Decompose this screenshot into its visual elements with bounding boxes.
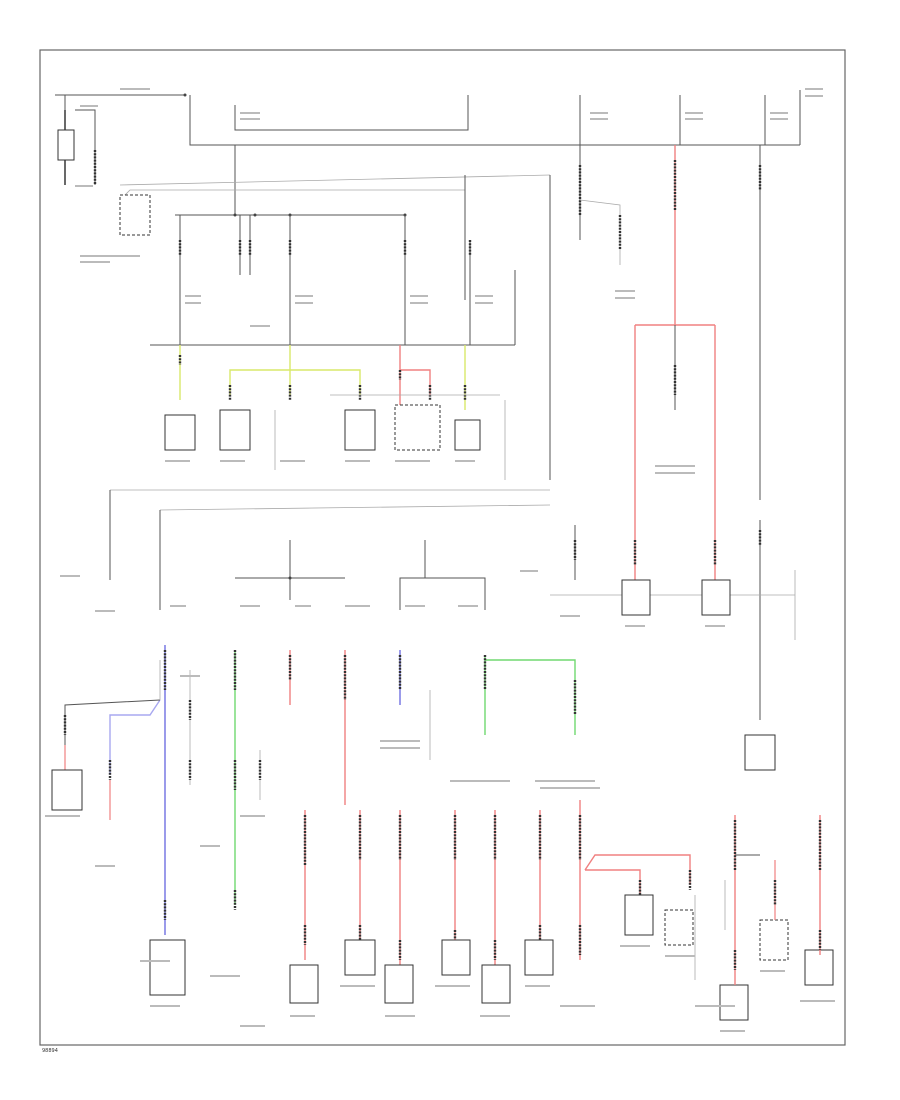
green-branches (188, 650, 577, 910)
battery-section (55, 93, 187, 185)
bottom-right-section (724, 815, 822, 985)
components-row-2-right (621, 579, 776, 771)
colored-feeds-left (178, 345, 500, 415)
diagram-frame (39, 49, 846, 1046)
middle-feeds (109, 489, 796, 720)
battery (57, 129, 75, 161)
main-fuse-bus (189, 90, 801, 215)
fuse-panel-row (150, 215, 516, 346)
components-row-bottom (289, 894, 834, 1021)
fine-print-labels (45, 88, 835, 1032)
ignition-switch (119, 194, 151, 236)
diagram-code: 98894 (42, 1048, 58, 1054)
right-top-section (578, 145, 762, 580)
components-row-1 (164, 400, 506, 480)
lower-left-branch (51, 645, 186, 996)
